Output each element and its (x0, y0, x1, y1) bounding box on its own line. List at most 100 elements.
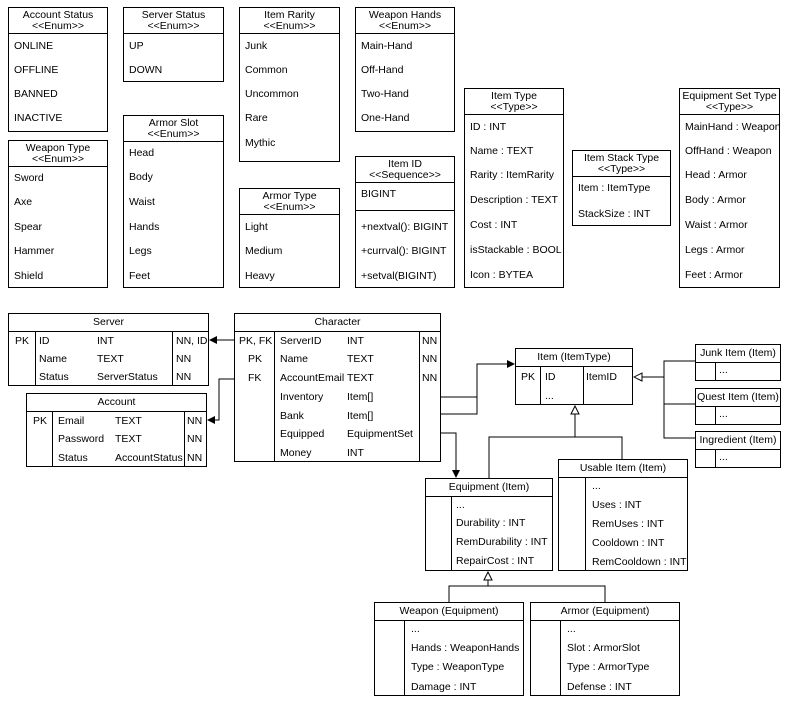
column-constraint: NN (422, 335, 438, 347)
enum-stereotype: <<Enum>> (32, 153, 84, 165)
type-field: Icon : BYTEA (470, 269, 534, 281)
table-character: Character PK, FK ServerID INT NN PK Name… (234, 313, 441, 462)
column-type: AccountStatus (115, 452, 183, 464)
enum-literal: Common (245, 64, 288, 76)
enum-title: Armor Type (262, 190, 317, 202)
column-constraint: NN, ID (176, 335, 208, 347)
type-stereotype: <<Type>> (490, 101, 538, 113)
subtype-equipment: Equipment (Item) ... Durability : INT Re… (425, 478, 553, 571)
subtype-field: Defense : INT (567, 681, 632, 693)
type-field: MainHand : Weapon (685, 121, 781, 133)
fk-character-account (207, 378, 234, 424)
inherit-weapon-armor-equipment (448, 585, 606, 602)
inherit-subtypes-item (663, 360, 695, 439)
column-name: Status (39, 371, 69, 383)
subtype-field: Type : WeaponType (411, 661, 505, 673)
enum-literal: Sword (14, 172, 44, 184)
column-type: INT (97, 335, 114, 347)
sequence-type: BIGINT (361, 188, 397, 200)
enum-literal: Legs (129, 245, 152, 257)
subtype-quest-item: Quest Item (Item) ... (695, 388, 781, 425)
sequence-item-id: Item ID<<Sequence>> BIGINT +nextval(): B… (355, 156, 455, 288)
enum-weapon-hands: Weapon Hands<<Enum>> Main-Hand Off-Hand … (355, 7, 455, 132)
column-type: INT (347, 447, 364, 459)
column-key: PK (248, 353, 263, 365)
enum-literal: One-Hand (361, 112, 410, 124)
enum-literal: Mythic (245, 137, 276, 149)
table-item: Item (ItemType) PK ID ItemID ... (515, 348, 633, 405)
type-field: Item : ItemType (578, 182, 651, 194)
subtype-ellipsis: ... (719, 408, 728, 420)
column-name: Equipped (280, 428, 325, 440)
enum-stereotype: <<Enum>> (263, 20, 316, 32)
column-constraint: NN (176, 371, 192, 383)
type-field: Body : Armor (685, 194, 746, 206)
enum-literal: UP (129, 40, 144, 52)
subtype-field: RemCooldown : INT (592, 556, 687, 568)
column-name: ID (545, 371, 556, 383)
subtype-field: Uses : INT (592, 499, 642, 511)
subtype-ellipsis: ... (719, 364, 728, 376)
column-type: ServerStatus (97, 371, 158, 383)
column-type: INT (347, 335, 364, 347)
enum-stereotype: <<Enum>> (379, 20, 431, 32)
column-type: Item[] (347, 410, 374, 422)
subtype-field: ... (567, 623, 576, 635)
subtype-junk-item: Junk Item (Item) ... (695, 344, 781, 381)
subtype-field: Cooldown : INT (592, 537, 665, 549)
enum-literal: Medium (245, 245, 283, 257)
enum-literal: Heavy (245, 270, 275, 282)
type-field: Name : TEXT (470, 145, 534, 157)
subtype-ellipsis: ... (719, 451, 728, 463)
table-title: Server (9, 314, 208, 332)
type-equipment-set-type: Equipment Set Type<<Type>> MainHand : We… (679, 88, 781, 288)
subtype-title: Junk Item (Item) (696, 345, 780, 363)
enum-literal: Hammer (14, 245, 55, 257)
subtype-weapon: Weapon (Equipment) ... Hands : WeaponHan… (374, 602, 524, 696)
column-type: TEXT (115, 433, 142, 445)
ref-character-equipment (441, 432, 460, 478)
enum-literal: Head (129, 147, 155, 159)
type-title: Equipment Set Type (682, 90, 777, 102)
type-field: OffHand : Weapon (685, 145, 772, 157)
column-name: ID (39, 335, 50, 347)
enum-item-rarity: Item Rarity<<Enum>> Junk Common Uncommon… (239, 7, 340, 162)
subtype-field: Damage : INT (411, 681, 477, 693)
column-constraint: NN (187, 433, 203, 445)
table-server: Server PK ID INT NN, ID Name TEXT NN Sta… (8, 313, 209, 386)
enum-title: Weapon Hands (368, 9, 442, 21)
column-name: ServerID (280, 335, 322, 347)
enum-literal: OFFLINE (14, 64, 59, 76)
column-name: Bank (280, 410, 304, 422)
column-type: ItemID (586, 371, 617, 383)
subtype-field: Type : ArmorType (567, 661, 650, 673)
type-field: Feet : Armor (685, 269, 743, 281)
column-type: TEXT (115, 415, 142, 427)
enum-literal: Shield (14, 270, 44, 282)
subtype-armor: Armor (Equipment) ... Slot : ArmorSlot T… (530, 602, 680, 696)
ref-character-item (441, 360, 515, 398)
column-name: Status (58, 452, 88, 464)
subtype-field: ... (411, 623, 420, 635)
type-title: Item Stack Type (583, 152, 660, 164)
type-field: Cost : INT (470, 219, 518, 231)
column-constraint: NN (187, 452, 203, 464)
table-title: Item (ItemType) (516, 349, 632, 367)
type-item-stack-type: Item Stack Type<<Type>> Item : ItemType … (572, 150, 671, 226)
subtype-field: RemUses : INT (592, 518, 664, 530)
enum-stereotype: <<Enum>> (147, 20, 200, 32)
subtype-field: Hands : WeaponHands (411, 642, 520, 654)
type-title: Item Type (491, 90, 537, 102)
sequence-title: Item ID (388, 158, 422, 170)
column-name: Money (280, 447, 312, 459)
subtype-title: Equipment (Item) (426, 479, 552, 497)
column-name: Email (58, 415, 85, 427)
column-type: TEXT (347, 353, 374, 365)
type-field: Head : Armor (685, 169, 747, 181)
subtype-field: RemDurability : INT (456, 536, 548, 548)
subtype-field: Durability : INT (456, 517, 526, 529)
column-constraint: NN (176, 353, 192, 365)
type-stereotype: <<Type>> (597, 163, 646, 175)
type-field: isStackable : BOOL (470, 244, 562, 256)
enum-literal: INACTIVE (14, 112, 63, 124)
